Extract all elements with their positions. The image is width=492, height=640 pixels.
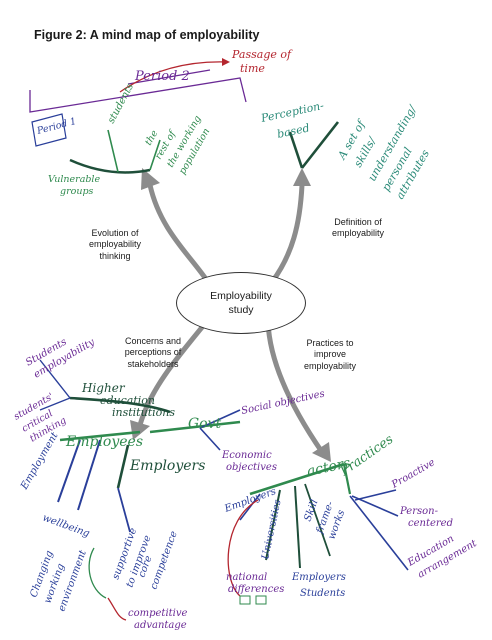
passage-arrow	[119, 61, 229, 93]
period-2-underline	[127, 69, 211, 85]
universities-text: Universities	[260, 499, 283, 561]
definition-stroke-b	[300, 121, 340, 169]
govt-text: Govt	[188, 416, 222, 432]
national-text-2: differences	[228, 584, 284, 595]
national-text-1: national	[226, 572, 267, 583]
govt-branch-economic	[199, 427, 221, 451]
practices-branch-education	[349, 495, 409, 571]
period-2-text: Period 2	[134, 69, 190, 84]
employers-branch	[117, 487, 131, 533]
arrow-heads	[130, 168, 331, 462]
actors-stroke	[249, 462, 345, 496]
evolution-stroke-b	[107, 129, 119, 173]
emp-students-text-2: Students	[300, 588, 345, 599]
he-branch-students	[39, 359, 71, 399]
actors-branch-employers	[239, 493, 261, 521]
actors-branch-employers-students	[294, 485, 301, 569]
passage-text-2: time	[240, 62, 265, 75]
employers-stroke	[116, 444, 130, 489]
evolution-cluster: Period 2 Passage of time Period 1 studen…	[29, 48, 293, 197]
vulnerable-text-2: groups	[60, 186, 94, 197]
definition-stroke-a	[288, 131, 304, 169]
period-1-box	[31, 113, 67, 147]
govt-stroke	[149, 420, 241, 434]
branch-label-concerns: Concerns and perceptions of stakeholders	[124, 336, 182, 369]
person-text-1: Person-	[399, 506, 439, 517]
arrow-evolution	[147, 182, 211, 285]
actors-branch-skill	[304, 483, 331, 557]
branch-label-practices: Practices to improve employability	[303, 338, 357, 371]
he-stroke	[69, 396, 171, 414]
flag-icon-b	[255, 595, 267, 605]
arrowhead-practices	[312, 442, 331, 462]
students-text: students	[106, 82, 136, 126]
competitive-text-1: competitive	[128, 608, 188, 619]
evolution-stroke-a	[69, 158, 151, 174]
central-node-label: Employability study	[210, 289, 272, 316]
arrow-definition	[269, 182, 305, 285]
employees-branch-a	[57, 439, 81, 503]
he-branch-critical	[39, 397, 71, 411]
actors-branch-universities	[265, 489, 281, 561]
arrowhead-evolution	[141, 168, 160, 190]
passage-text-1: Passage of	[231, 48, 293, 61]
practices-branch-person	[351, 495, 399, 517]
he-text-3: institutions	[112, 406, 175, 419]
vulnerable-text-1: Vulnerable	[48, 174, 100, 185]
branch-label-evolution: Evolution of employability thinking	[88, 228, 142, 261]
economic-text-1: Economic	[221, 450, 272, 461]
arrow-concerns	[137, 317, 211, 428]
definition-cluster: Perception- based A set of skills/ under…	[259, 99, 432, 202]
competitive-arrow	[107, 597, 127, 621]
employees-text: Employees	[65, 434, 143, 450]
practices-stroke	[342, 463, 352, 495]
flag-icon-a	[239, 595, 251, 605]
he-text-1: Higher	[81, 381, 126, 395]
passage-arrowhead	[222, 58, 230, 66]
economic-text-2: objectives	[226, 462, 277, 473]
employees-stroke	[59, 430, 141, 442]
figure-title: Figure 2: A mind map of employability	[34, 28, 260, 42]
practices-branch-proactive	[354, 489, 397, 501]
connector-arrows	[137, 182, 325, 455]
person-text-2: centered	[408, 518, 453, 529]
arrowhead-concerns	[130, 420, 150, 440]
employers-text: Employers	[129, 458, 205, 474]
period-bracket	[29, 77, 247, 113]
govt-branch-social	[199, 409, 241, 429]
social-text: Social objectives	[240, 389, 325, 417]
he-text-2: education	[100, 394, 155, 407]
central-node: Employability study	[176, 272, 306, 334]
national-bracket	[227, 499, 259, 597]
emp-students-text-1: Employers	[291, 572, 346, 583]
competitive-text-2: advantage	[134, 620, 187, 631]
arrowhead-definition	[293, 168, 311, 186]
arrow-practices	[265, 319, 325, 455]
evolution-stroke-c	[149, 139, 161, 171]
wellbeing-text: wellbeing	[41, 512, 91, 539]
branch-label-definition: Definition of employability	[331, 217, 385, 239]
proactive-text: Proactive	[389, 457, 437, 491]
perception-text-1: Perception-	[259, 99, 325, 125]
changing-arc	[88, 547, 107, 599]
employees-branch-b	[77, 439, 101, 511]
